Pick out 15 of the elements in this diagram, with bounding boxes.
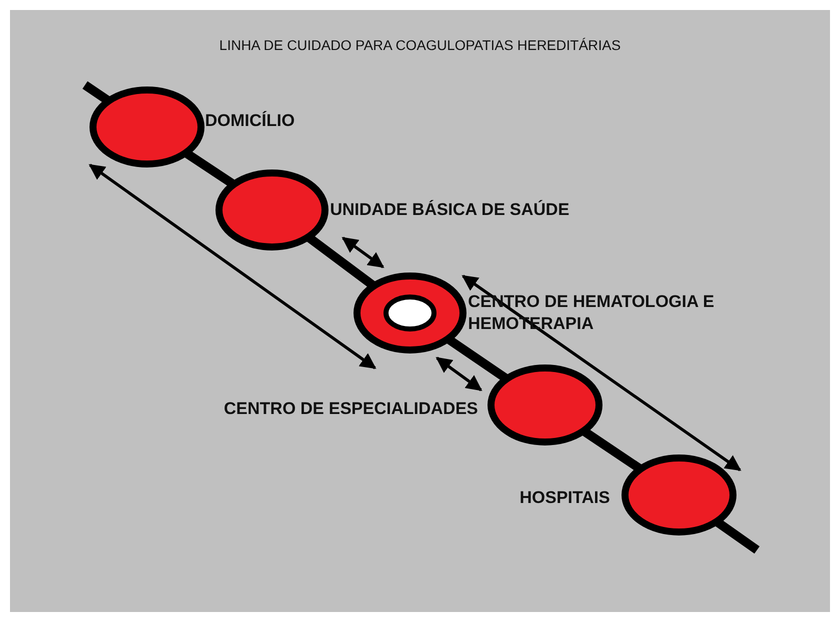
care-line — [714, 518, 760, 554]
care-line — [184, 150, 236, 188]
diagram-title: LINHA DE CUIDADO PARA COAGULOPATIAS HEREDITÁRIAS — [219, 37, 621, 53]
care-line — [446, 336, 508, 382]
care-line — [582, 428, 642, 472]
node-caption: HOSPITAIS — [520, 487, 610, 509]
double-arrow — [462, 274, 742, 472]
care-line — [82, 81, 110, 104]
node-caption: DOMICÍLIO — [205, 110, 295, 132]
double-arrow — [88, 164, 376, 370]
double-arrow — [342, 236, 384, 268]
node-caption: UNIDADE BÁSICA DE SAÚDE — [330, 199, 570, 221]
care-line — [306, 234, 376, 289]
double-arrow — [436, 356, 482, 392]
node-caption: CENTRO DE ESPECIALIDADES — [224, 398, 478, 420]
